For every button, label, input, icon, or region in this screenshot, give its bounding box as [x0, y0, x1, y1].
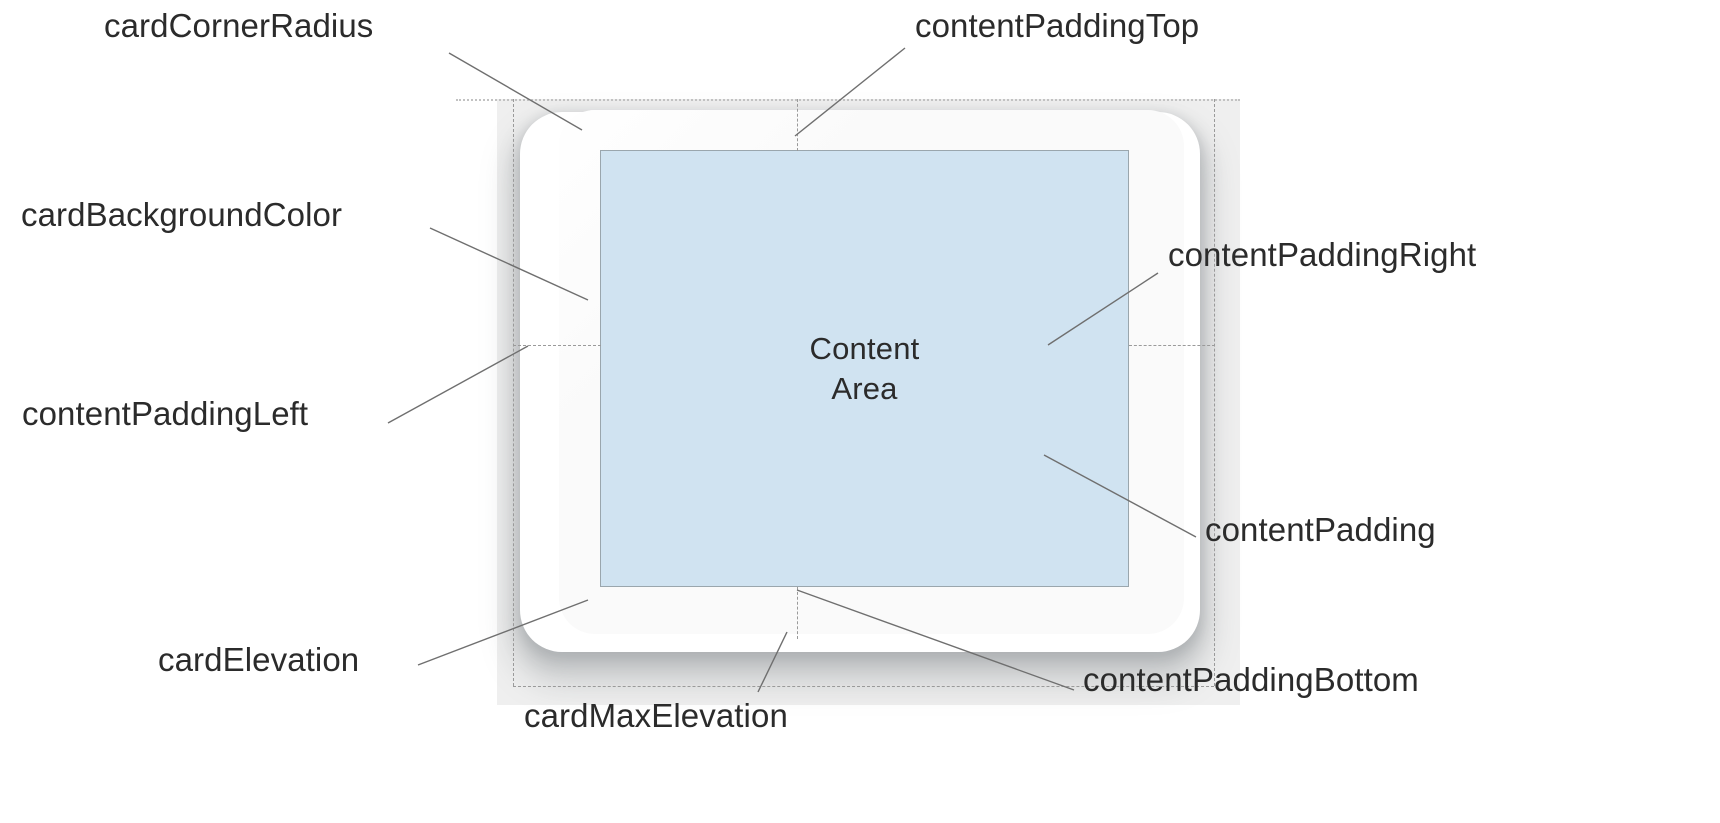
content-area-label-line2: Area	[831, 370, 898, 406]
content-area-label-line1: Content	[809, 330, 920, 366]
annotation-content-padding: contentPadding	[1205, 511, 1436, 548]
content-area-label: Content Area	[810, 329, 920, 408]
annotation-content-padding-bottom: contentPaddingBottom	[1083, 661, 1419, 698]
annotation-content-padding-left: contentPaddingLeft	[22, 395, 309, 432]
annotation-card-max-elevation: cardMaxElevation	[524, 697, 788, 734]
annotation-card-elevation: cardElevation	[158, 641, 360, 678]
content-area: Content Area	[600, 150, 1129, 587]
annotation-card-corner-radius: cardCornerRadius	[104, 7, 374, 44]
annotation-card-background-color: cardBackgroundColor	[21, 196, 343, 233]
annotation-content-padding-top: contentPaddingTop	[915, 7, 1200, 44]
annotation-content-padding-right: contentPaddingRight	[1168, 236, 1477, 273]
